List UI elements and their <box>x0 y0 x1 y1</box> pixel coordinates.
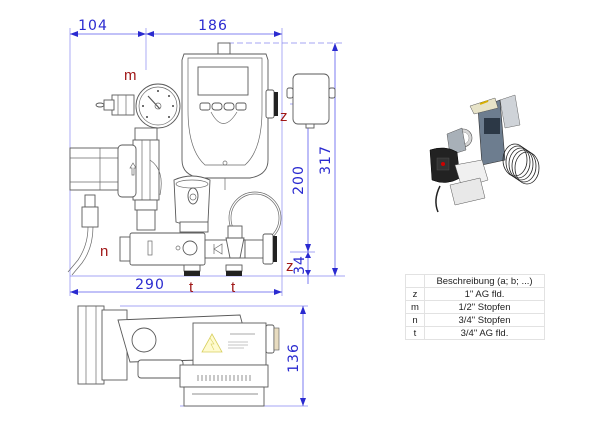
dim-136: 136 <box>286 343 302 373</box>
legend-table: Beschreibung (a; b; ...) z 1" AG fld. m … <box>405 274 545 340</box>
legend-desc: 3/4" Stopfen <box>424 313 545 327</box>
junction-box-top <box>192 322 267 366</box>
legend-header-key <box>405 274 425 288</box>
controller-unit <box>181 42 269 190</box>
legend-row: m 1/2" Stopfen <box>405 300 545 314</box>
valve-stem <box>95 94 135 116</box>
legend-desc: 1/2" Stopfen <box>424 300 545 314</box>
label-n: n <box>100 243 108 260</box>
label-z-top: z <box>280 108 288 125</box>
dim-290: 290 <box>135 277 165 293</box>
dim-200: 200 <box>291 165 307 195</box>
legend-desc: 3/4" AG fld. <box>424 326 545 340</box>
label-z-bottom: z <box>286 258 294 275</box>
pump-cable <box>67 194 99 276</box>
junction-box <box>286 73 336 129</box>
zone-valve-actuator <box>173 175 211 233</box>
legend-desc: 1" AG fld. <box>424 287 545 301</box>
front-view <box>67 42 336 276</box>
pressure-gauge <box>135 83 181 129</box>
warning-icon <box>201 333 223 353</box>
legend-row: z 1" AG fld. <box>405 287 545 301</box>
label-t-left: t <box>189 279 194 296</box>
dim-104: 104 <box>78 18 108 34</box>
riser-pipe <box>132 127 162 231</box>
bottom-manifold <box>119 225 277 276</box>
legend-row: t 3/4" AG fld. <box>405 326 545 340</box>
legend-key: t <box>405 326 425 340</box>
display-screen <box>197 66 249 96</box>
label-t-right: t <box>231 279 236 296</box>
label-m: m <box>124 67 137 84</box>
legend-key: m <box>405 300 425 314</box>
legend-row: n 3/4" Stopfen <box>405 313 545 327</box>
legend-header-row: Beschreibung (a; b; ...) <box>405 274 545 288</box>
iso-product-view <box>429 94 540 213</box>
dim-317: 317 <box>318 145 334 175</box>
legend-key: n <box>405 313 425 327</box>
legend-key: z <box>405 287 425 301</box>
legend-header: Beschreibung (a; b; ...) <box>424 274 545 288</box>
top-outlet-fitting <box>265 89 278 119</box>
circulation-pump <box>69 144 137 198</box>
top-view <box>77 305 280 407</box>
dim-34: 34 <box>292 255 308 275</box>
dim-186: 186 <box>198 18 228 34</box>
